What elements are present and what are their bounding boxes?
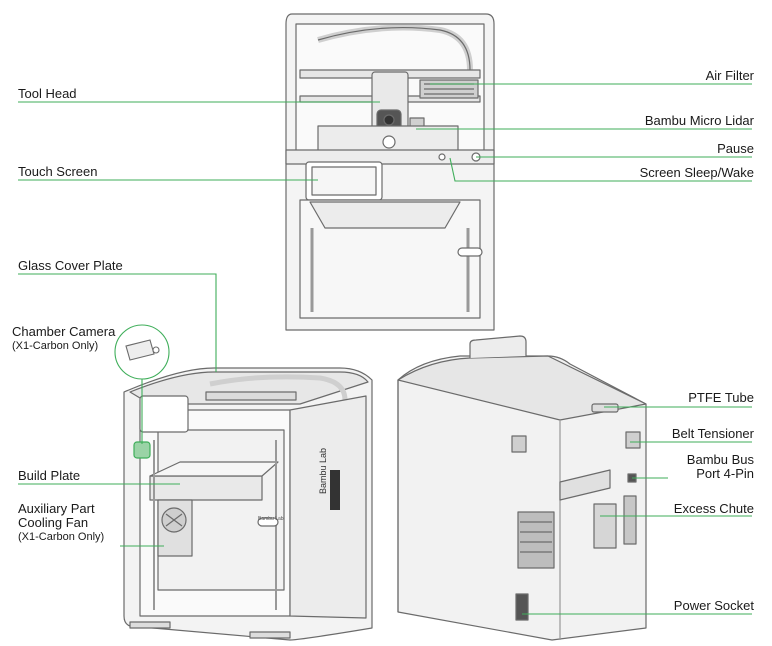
label-tool-head: Tool Head [18,86,77,101]
printer-front-logo: Bambu Lab [318,447,328,494]
label-aux-fan-line2: Cooling Fan [18,515,89,530]
label-chamber-camera-note: (X1-Carbon Only) [12,340,99,352]
label-chamber-camera: Chamber Camera [12,324,116,339]
label-pause: Pause [717,141,754,156]
label-glass-cover-plate: Glass Cover Plate [18,258,123,273]
label-ptfe-tube: PTFE Tube [688,390,754,405]
label-bus-port-line1: Bambu Bus [686,452,754,467]
label-power-socket: Power Socket [673,598,754,613]
leader-glass-cover [18,273,217,372]
back-view-printer [397,335,647,641]
label-screen-sleep-wake: Screen Sleep/Wake [639,165,754,180]
top-view-printer [285,13,495,331]
label-air-filter: Air Filter [705,68,754,83]
label-aux-fan-line1: Auxiliary Part [18,501,95,516]
leader-screen-sleep [449,157,752,182]
label-build-plate: Build Plate [18,468,81,483]
label-micro-lidar: Bambu Micro Lidar [644,113,754,128]
label-belt-tensioner: Belt Tensioner [671,426,754,441]
label-bus-port-line2: Port 4-Pin [696,466,754,481]
leader-lines [18,83,752,615]
label-aux-fan-note: (X1-Carbon Only) [18,531,105,543]
plate-badge: Bambu Lab [258,516,284,522]
label-excess-chute: Excess Chute [673,501,754,516]
label-touch-screen: Touch Screen [18,164,98,179]
front-view-printer [123,367,373,641]
